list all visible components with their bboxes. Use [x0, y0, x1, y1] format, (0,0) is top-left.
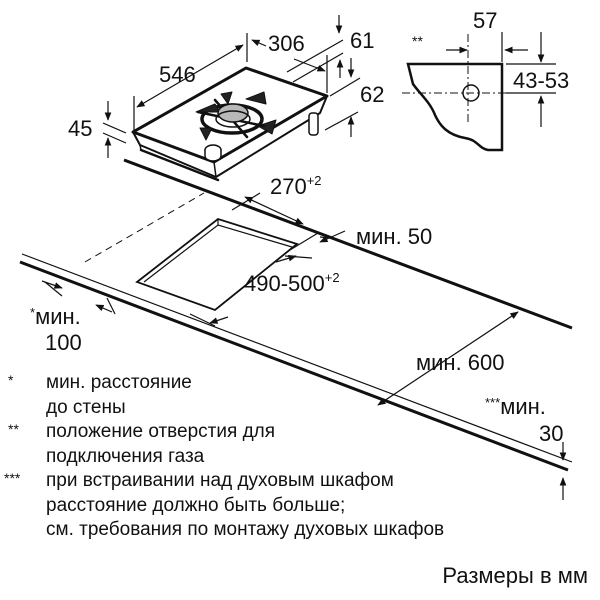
wall-clearance-value: 100 [45, 330, 82, 355]
footnote-2: положение отверстия для подключения газа [46, 420, 275, 469]
worktop-drawing [19, 158, 573, 472]
cutout-depth-value: 490-500 [244, 271, 325, 296]
cutout-width-tolerance: +2 [306, 173, 322, 188]
footnote-2-line-1: положение отверстия для [46, 421, 276, 442]
oven-clearance-marker: *** [485, 395, 501, 410]
oven-clearance-line1: мин. [500, 394, 546, 419]
footnote-3: при встраивании над духовым шкафом расст… [46, 469, 444, 543]
oven-clearance-label: ***мин. [485, 396, 546, 418]
gas-inlet-vertical-label: 43-53 [513, 68, 570, 93]
footnote-1-line-2: до стены [46, 396, 126, 418]
leg-offset-top-label: 61 [350, 28, 375, 53]
cutout-opening [135, 217, 299, 312]
cutout-width-value: 270 [270, 174, 307, 199]
footnote-1-line-1: мин. расстояние [46, 372, 192, 393]
gas-inlet-horizontal-label: 57 [473, 8, 498, 33]
leg-offset-side-label: 62 [360, 82, 385, 107]
gas-inlet-marker: ** [412, 33, 423, 49]
footnote-3-line-3: см. требования по монтажу духовых шкафов [46, 519, 445, 540]
cutout-width-label: 270+2 [270, 173, 322, 199]
gas-inlet-hole-icon [462, 84, 480, 102]
wall-clearance-marker: * [30, 305, 36, 320]
hob-depth-label: 546 [159, 62, 196, 87]
hob-drawing [131, 66, 329, 182]
footnote-3-line-1: при встраивании над духовым шкафом [46, 470, 394, 491]
footnote-2-line-2: подключения газа [46, 445, 205, 467]
control-knob-icon [204, 144, 222, 162]
footnote-3-mark: *** [4, 470, 21, 486]
footnote-3-line-2: расстояние должно быть больше; [46, 494, 346, 516]
footnote-1: мин. расстояние до стены [46, 371, 192, 420]
hob-dimension-lines [102, 15, 361, 158]
rear-clearance-label: мин. 50 [356, 224, 433, 249]
cutout-depth-tolerance: +2 [324, 270, 340, 285]
footnote-2-mark: ** [8, 421, 19, 437]
units-caption: Размеры в мм [442, 563, 588, 588]
hob-width-label: 306 [268, 31, 305, 56]
worktop-dimension-lines [41, 192, 567, 500]
footnote-1-mark: * [8, 372, 14, 388]
cutout-depth-label: 490-500+2 [244, 270, 340, 296]
front-clearance-label: мин. 600 [416, 350, 505, 375]
gas-inlet-detail [402, 32, 556, 152]
wall-clearance-label: *мин. [30, 306, 81, 328]
oven-clearance-value: 30 [539, 421, 564, 446]
wall-clearance-line1: мин. [35, 304, 81, 329]
hob-height-label: 45 [68, 116, 93, 141]
